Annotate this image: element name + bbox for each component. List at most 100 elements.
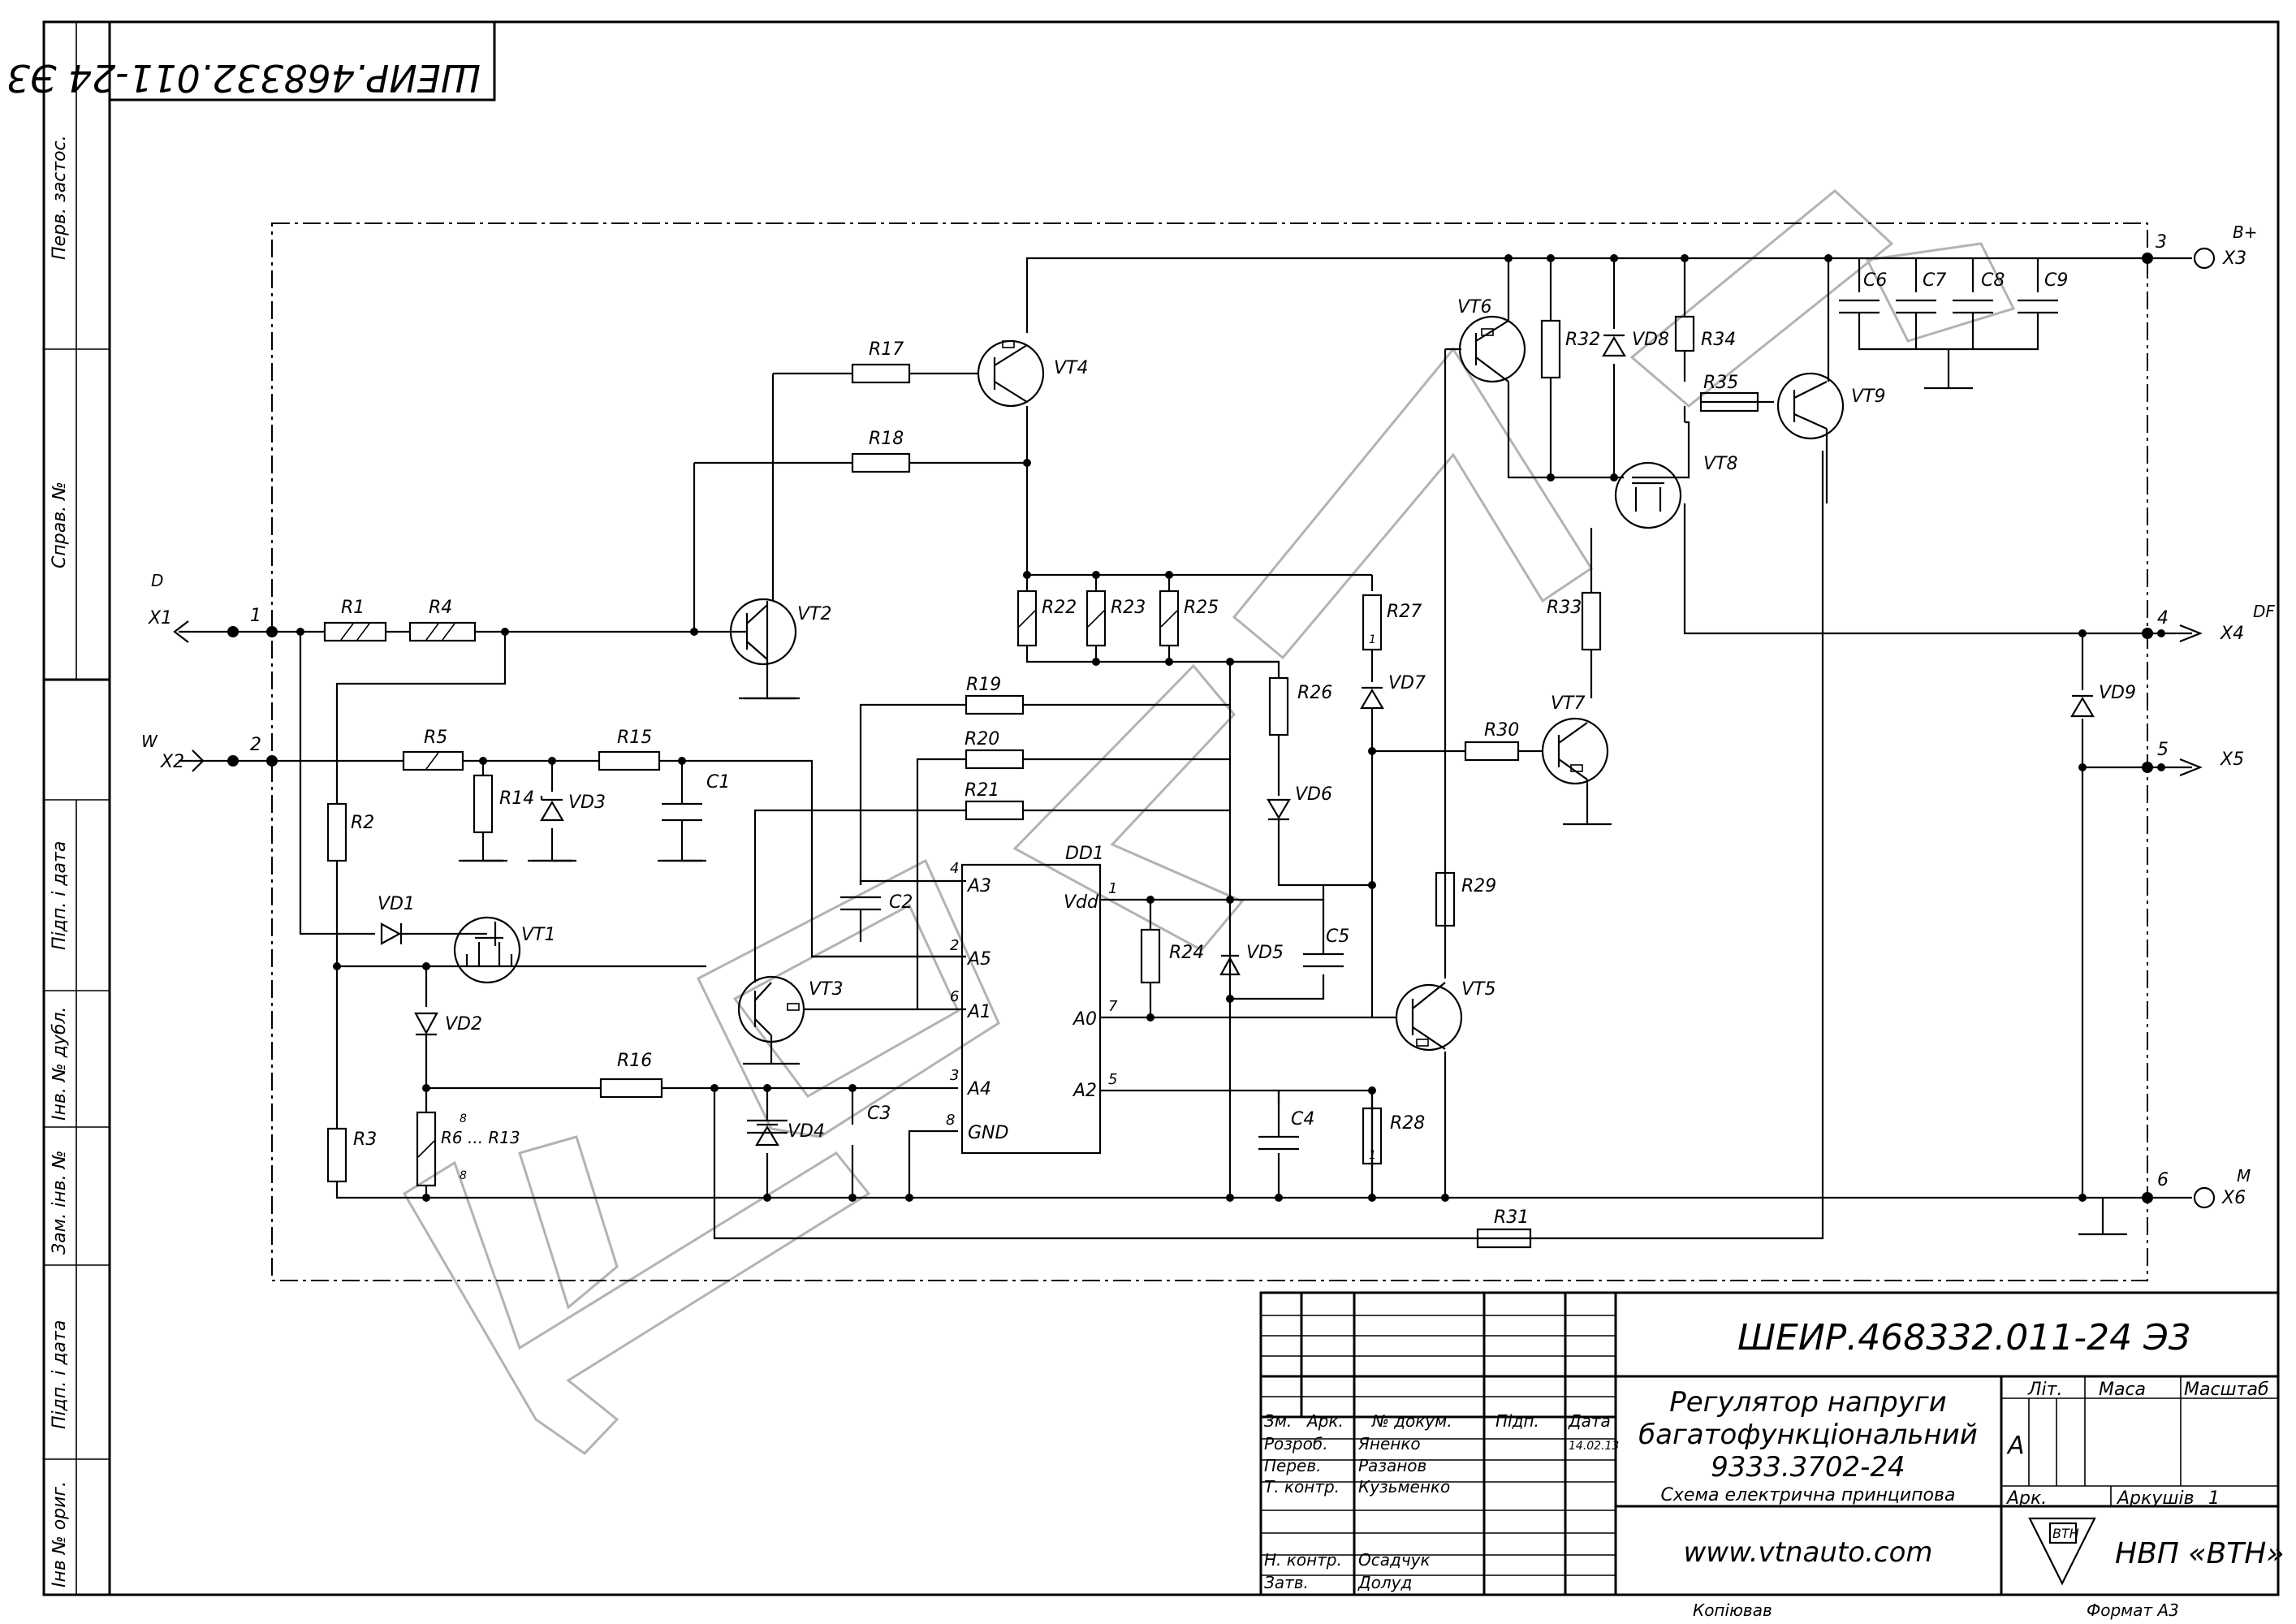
resistor-r26 bbox=[1268, 676, 1289, 736]
title-line1: Регулятор напруги bbox=[1669, 1386, 1947, 1419]
label-r34: R34 bbox=[1701, 330, 1736, 350]
connector-symbols bbox=[173, 247, 2216, 1209]
svg-text:A5: A5 bbox=[966, 949, 991, 970]
x3-name: X3 bbox=[2222, 248, 2246, 269]
capacitor-c1 bbox=[662, 802, 702, 822]
label-vd5: VD5 bbox=[1246, 943, 1284, 963]
resistor-r18 bbox=[851, 452, 911, 473]
capacitor-c3 bbox=[747, 1119, 788, 1134]
diode-vd3 bbox=[540, 796, 564, 822]
x4-pin: 4 bbox=[2157, 608, 2169, 628]
title-block-text: ШЕИР.468332.011-24 Э3 Регулятор напруги … bbox=[1264, 1317, 2284, 1592]
strip-label: Підп. і дата bbox=[50, 841, 70, 950]
x2-signal: W bbox=[141, 732, 158, 751]
resistor-r19 bbox=[965, 694, 1025, 715]
label-r1: R1 bbox=[341, 598, 365, 618]
ground-symbols bbox=[459, 387, 2127, 1236]
strip-label: Інв № ориг. bbox=[50, 1481, 70, 1587]
strip-label: Перв. застос. bbox=[50, 135, 70, 260]
stamp-date: 14.02.13 bbox=[1569, 1440, 1619, 1453]
resistor-r21 bbox=[965, 800, 1025, 821]
label-c2: C2 bbox=[889, 892, 913, 913]
stamp-role: Перев. bbox=[1264, 1456, 1322, 1475]
label-r31: R31 bbox=[1494, 1207, 1529, 1228]
label-r6-13: R6 ... R13 bbox=[441, 1128, 520, 1147]
resistor-r24 bbox=[1140, 928, 1161, 984]
strip-label: Справ. № bbox=[50, 482, 70, 568]
resistor-r15 bbox=[598, 750, 661, 771]
capacitors bbox=[662, 299, 2058, 1151]
label-r28: R28 bbox=[1390, 1113, 1425, 1134]
company-logo: ВТН bbox=[2028, 1517, 2096, 1586]
svg-text:8: 8 bbox=[946, 1112, 955, 1129]
resistor-r17 bbox=[851, 363, 911, 384]
label-r6-mark-top: 8 bbox=[460, 1112, 467, 1125]
wires bbox=[179, 257, 2192, 1240]
label-r27-mark: 1 bbox=[1369, 633, 1376, 646]
x3-pin: 3 bbox=[2156, 232, 2167, 253]
label-vt6: VT6 bbox=[1457, 297, 1492, 317]
junction-dots bbox=[227, 253, 2165, 1203]
label-r15: R15 bbox=[617, 728, 652, 748]
resistor-r28 bbox=[1362, 1107, 1383, 1165]
x4-name: X4 bbox=[2220, 624, 2244, 644]
transistor-vt8 bbox=[1614, 461, 1682, 529]
svg-text:4: 4 bbox=[950, 860, 959, 877]
label-r29: R29 bbox=[1461, 876, 1496, 896]
block-boundary bbox=[271, 222, 2148, 1281]
label-r4: R4 bbox=[429, 598, 452, 618]
x5-pin: 5 bbox=[2157, 740, 2169, 760]
stamp-role: Т. контр. bbox=[1264, 1477, 1340, 1497]
diode-vd2 bbox=[414, 1012, 438, 1036]
stamp-mass: Маса bbox=[2099, 1380, 2146, 1400]
stamp-header: Дата bbox=[1568, 1411, 1611, 1431]
transistor-vt3 bbox=[737, 975, 805, 1043]
x5-name: X5 bbox=[2220, 749, 2244, 770]
label-r14: R14 bbox=[499, 788, 534, 809]
resistor-r27 bbox=[1362, 594, 1383, 651]
stamp-sheet: Арк. bbox=[2005, 1488, 2047, 1509]
label-r16: R16 bbox=[617, 1051, 652, 1071]
resistor-r34 bbox=[1674, 315, 1695, 352]
connector-labels: D X1 1 W X2 2 B+ X3 3 DF X4 4 X5 5 M X6 … bbox=[141, 222, 2275, 1208]
title-line2: багатофункціональний bbox=[1638, 1419, 1978, 1451]
x6-signal: M bbox=[2237, 1166, 2251, 1186]
label-vd3: VD3 bbox=[568, 793, 606, 813]
label-vd8: VD8 bbox=[1632, 330, 1669, 350]
label-vd4: VD4 bbox=[788, 1121, 825, 1142]
footer-copied: Копіював bbox=[1693, 1600, 1772, 1620]
svg-text:1: 1 bbox=[1108, 880, 1117, 897]
drawing-frame bbox=[42, 20, 2280, 1596]
label-r26: R26 bbox=[1297, 683, 1332, 703]
left-strip-labels: Перв. застос. Справ. № Підп. і дата Інв.… bbox=[50, 135, 70, 1587]
title-line4: Схема електрична принципова bbox=[1661, 1485, 1956, 1505]
x4-signal: DF bbox=[2253, 602, 2275, 621]
label-r27: R27 bbox=[1387, 602, 1422, 622]
label-r30: R30 bbox=[1484, 720, 1519, 741]
svg-text:A3: A3 bbox=[966, 876, 991, 896]
label-r6-mark-bot: 8 bbox=[460, 1169, 467, 1182]
label-vd1: VD1 bbox=[378, 894, 415, 914]
diode-vd7 bbox=[1360, 686, 1384, 710]
resistor-r23 bbox=[1085, 590, 1107, 647]
resistor-r16 bbox=[599, 1078, 663, 1099]
stamp-lit: Літ. bbox=[2027, 1380, 2062, 1400]
stamp-name: Разанов bbox=[1358, 1456, 1426, 1475]
label-vd7: VD7 bbox=[1388, 673, 1426, 693]
label-r22: R22 bbox=[1042, 598, 1077, 618]
label-vt8: VT8 bbox=[1703, 454, 1738, 474]
stamp-header: Арк. bbox=[1306, 1411, 1344, 1431]
strip-label: Підп. і дата bbox=[50, 1320, 70, 1429]
capacitor-c9 bbox=[2018, 299, 2058, 314]
capacitor-c4 bbox=[1258, 1135, 1299, 1151]
transistor-vt7 bbox=[1541, 717, 1609, 785]
label-c8: C8 bbox=[1981, 270, 2005, 291]
website: www.vtnauto.com bbox=[1684, 1536, 1933, 1569]
stamp-scale: Масштаб bbox=[2184, 1380, 2269, 1400]
stamp-header: Підп. bbox=[1495, 1411, 1539, 1431]
resistor-r31 bbox=[1476, 1228, 1532, 1249]
stamp-sheets-value: 1 bbox=[2208, 1488, 2220, 1509]
doc-code-rotated: ШЕИР.468332.011-24 Э3 bbox=[6, 56, 481, 100]
label-c5: C5 bbox=[1326, 926, 1349, 947]
resistor-r22 bbox=[1016, 590, 1038, 647]
